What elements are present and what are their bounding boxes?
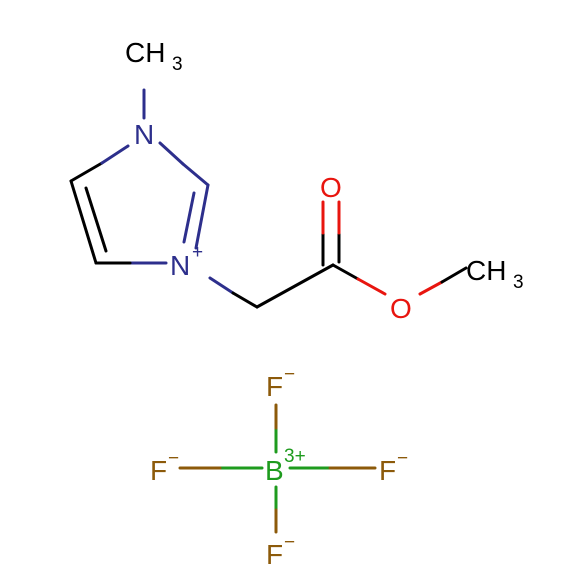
atom-n1: N: [134, 119, 154, 150]
charge-plus: +: [192, 242, 203, 263]
bond-c4-c5-inner: [84, 186, 108, 253]
fluorine-left-label: F −: [150, 448, 179, 486]
bond-n3-ch2-dark: [231, 291, 259, 309]
atom-n3: N: [170, 250, 190, 281]
charge-minus-bottom: −: [284, 532, 295, 553]
atom-f-left: F: [150, 455, 167, 486]
bond-o-methyl-red: [418, 280, 444, 296]
bond-o-methyl: [440, 266, 468, 284]
boron-label: B 3+: [265, 446, 306, 486]
atom-f-top: F: [266, 371, 283, 402]
atom-f-bottom: F: [266, 539, 283, 570]
bond-c2-n3: [194, 183, 210, 250]
bond-c5-n1-blue: [100, 144, 130, 165]
bond-c-o-single: [331, 263, 360, 281]
bond-c-o-single-red: [356, 277, 387, 296]
bond-ch2-c: [255, 263, 335, 309]
subscript-3-ester: 3: [513, 272, 524, 293]
charge-3plus: 3+: [284, 446, 306, 467]
atom-ch-top: CH: [125, 37, 165, 68]
bond-n1-c2: [158, 141, 185, 166]
charge-minus-top: −: [284, 364, 295, 385]
methyl-ester-label: CH 3: [466, 255, 524, 293]
bond-n1-c2-dark: [181, 162, 210, 187]
tetrafluoroborate-bonds: [178, 403, 377, 534]
n3-label: N +: [170, 242, 203, 281]
atom-ch-ester: CH: [466, 255, 506, 286]
charge-minus-right: −: [397, 448, 408, 469]
bond-c2-n3-inner: [182, 191, 196, 244]
fluorine-top-label: F −: [266, 364, 295, 402]
subscript-3-top: 3: [172, 54, 183, 75]
imidazolium-ring: [69, 141, 210, 265]
atom-b: B: [265, 455, 284, 486]
fluorine-bottom-label: F −: [266, 532, 295, 570]
bond-c5-n1: [69, 161, 104, 183]
charge-minus-left: −: [168, 448, 179, 469]
ester-side-chain: [208, 200, 468, 309]
fluorine-right-label: F −: [379, 448, 408, 486]
bond-c4-c5: [69, 179, 98, 265]
atom-o-ester: O: [390, 293, 412, 324]
atom-f-right: F: [379, 455, 396, 486]
methyl-top-label: CH 3: [125, 37, 183, 75]
atom-o-carbonyl: O: [320, 172, 342, 203]
bond-n3-ch2: [208, 276, 235, 295]
